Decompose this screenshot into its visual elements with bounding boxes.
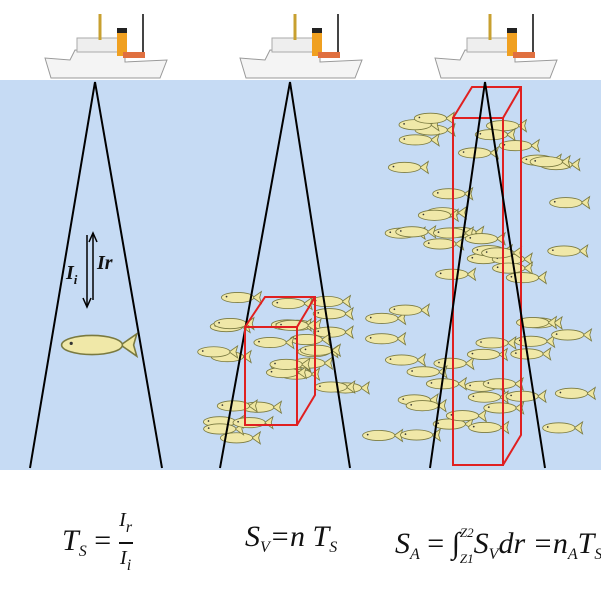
incident-label: Ii bbox=[66, 262, 78, 287]
beam-left bbox=[29, 81, 163, 469]
ship-icon bbox=[239, 14, 363, 79]
fish-icon bbox=[221, 290, 263, 305]
fish-icon bbox=[387, 160, 430, 175]
fish-icon bbox=[516, 315, 558, 330]
fish-icon bbox=[435, 267, 477, 282]
fish-icon bbox=[445, 408, 488, 423]
fish-icon bbox=[413, 111, 455, 126]
fish-icon bbox=[551, 327, 593, 342]
fish-icon bbox=[269, 357, 311, 372]
fish-icon bbox=[253, 335, 295, 350]
fish-icon bbox=[405, 398, 447, 413]
fish-icon bbox=[384, 353, 427, 367]
beam-right bbox=[429, 81, 546, 469]
fish-icon bbox=[505, 389, 547, 404]
fish-icon bbox=[481, 245, 523, 260]
fish-icon bbox=[529, 154, 571, 169]
fish-icon bbox=[314, 380, 356, 395]
fish-icon bbox=[219, 430, 262, 445]
incident-arrow bbox=[82, 235, 92, 309]
beam-middle bbox=[219, 81, 351, 469]
red-box-right bbox=[452, 86, 522, 466]
ship-icon bbox=[44, 14, 168, 79]
fish-icon bbox=[468, 420, 510, 435]
fish-icon bbox=[542, 420, 584, 435]
fish-icon bbox=[554, 386, 597, 401]
fish-icon bbox=[432, 186, 474, 201]
fish-icon bbox=[197, 344, 239, 359]
ship-icon bbox=[434, 14, 558, 79]
fish-icon bbox=[312, 306, 354, 321]
fish-icon bbox=[547, 244, 589, 259]
red-box-middle bbox=[244, 296, 316, 426]
equation-volume-backscatter: SV=n TS bbox=[245, 520, 338, 556]
reflected-label: Ir bbox=[97, 252, 113, 274]
fish-icon bbox=[365, 331, 407, 346]
fish-icon bbox=[216, 398, 258, 413]
fish-icon bbox=[475, 335, 517, 350]
reflected-arrow bbox=[88, 231, 98, 300]
fish-icon bbox=[492, 261, 534, 276]
fish-icon bbox=[399, 427, 442, 442]
fish-icon bbox=[395, 224, 437, 239]
fish-icon bbox=[549, 195, 591, 210]
fish-icon bbox=[433, 356, 475, 371]
fish-icon bbox=[398, 132, 440, 147]
fish-icon bbox=[417, 208, 460, 223]
fish-icon bbox=[60, 331, 139, 359]
fish-icon bbox=[498, 138, 540, 153]
fish-icon bbox=[388, 303, 430, 318]
fish-icon bbox=[466, 347, 509, 362]
